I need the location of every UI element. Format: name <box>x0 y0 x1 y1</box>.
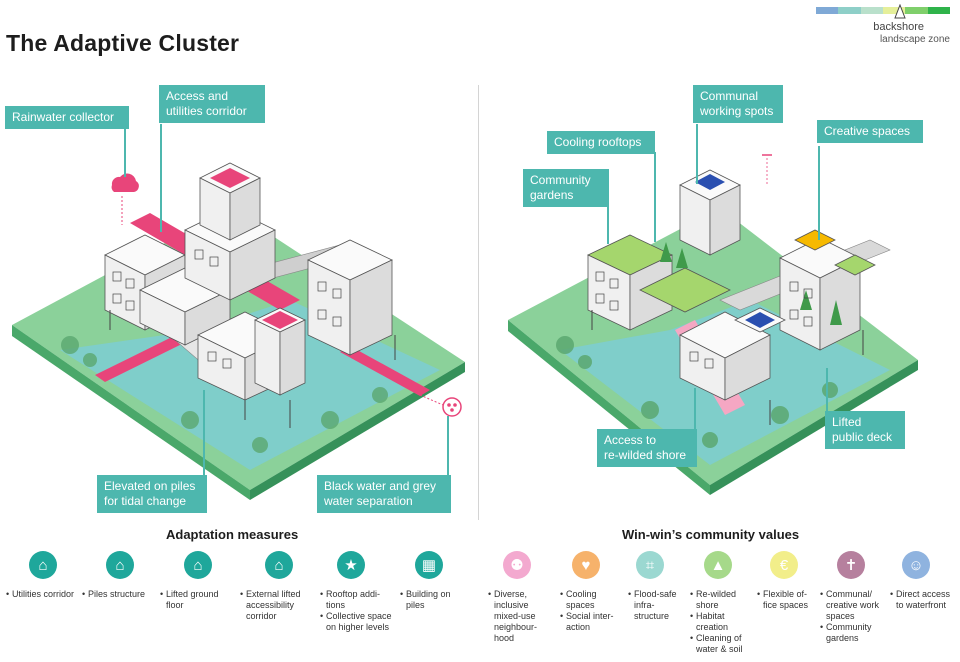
community-value-label-line: Social inter-action <box>560 611 626 633</box>
zone-subtitle: landscape zone <box>879 34 950 45</box>
page-title: The Adaptive Cluster <box>6 30 240 56</box>
lifted-floor-icon: ⌂ <box>184 551 212 579</box>
shore-leader <box>694 388 696 430</box>
waterfront-access-icon-glyph: ☺ <box>908 556 924 574</box>
zone-color-bar <box>816 7 950 14</box>
deck-leader <box>826 368 828 412</box>
community-values-title: Win-win’s community values <box>622 527 800 542</box>
community-value-label: Direct access to waterfront <box>890 589 954 611</box>
landscape-zone-indicator: backshore landscape zone <box>816 4 950 47</box>
piles-structure-icon: ⌂ <box>106 551 134 579</box>
community-value-label-line: Community gardens <box>820 622 890 644</box>
zone-color-segment <box>927 7 950 14</box>
zone-color-segment <box>860 7 883 14</box>
adaptation-measure-label: Piles structure <box>82 589 160 600</box>
community-value-label: Re-wilded shoreHabitat creationCleaning … <box>690 589 758 655</box>
adaptation-measure-label: Utilities corridor <box>6 589 84 600</box>
adaptation-measure-label-line: Collective space on higher levels <box>320 611 398 633</box>
right-cluster-illustration <box>508 154 918 495</box>
community-value-label-line: Flood-safe infra-structure <box>628 589 688 622</box>
gardens-leader <box>607 204 609 244</box>
building-on-piles-icon-glyph: ▦ <box>421 557 437 574</box>
adaptation-measure-label-line: External lifted accessibility corridor <box>240 589 316 622</box>
callout-community-gardens: Community gardens <box>523 169 609 207</box>
zone-color-segment <box>905 7 928 14</box>
accessibility-corridor-icon: ⌂ <box>265 551 293 579</box>
callout-communal-working-spots: Communal working spots <box>693 85 783 123</box>
callout-creative-spaces: Creative spaces <box>817 120 923 143</box>
rewilded-shore-icon-glyph: ▲ <box>710 556 726 574</box>
community-value-label-line: Cleaning of water & soil <box>690 633 758 655</box>
community-value-label-line: Flexible of-fice spaces <box>757 589 817 611</box>
flexible-office-icon-glyph: € <box>779 556 789 574</box>
rooftop-additions-icon: ★ <box>337 551 365 579</box>
adaptation-measure-label: Rooftop addi-tionsCollective space on hi… <box>320 589 398 633</box>
utilities-corridor-icon: ⌂ <box>29 551 57 579</box>
community-value-label: Cooling spacesSocial inter-action <box>560 589 626 633</box>
callout-access-rewilded-shore: Access to re-wilded shore <box>597 429 697 467</box>
adaptation-measure-label-line: Lifted ground floor <box>160 589 232 611</box>
piles-leader <box>203 390 205 476</box>
piles-structure-icon-glyph: ⌂ <box>115 556 125 574</box>
callout-elevated-on-piles: Elevated on piles for tidal change <box>97 475 207 513</box>
heart-icon: ♥ <box>572 551 600 579</box>
community-value-label-line: Cooling spaces <box>560 589 626 611</box>
community-value-label-line: Habitat creation <box>690 611 758 633</box>
adaptation-measure-label: Building on piles <box>400 589 460 611</box>
inclusive-neighbourhood-icon-glyph: ⚉ <box>510 557 524 574</box>
left-cluster-illustration <box>12 162 465 500</box>
zone-color-segment <box>838 7 861 14</box>
zone-color-segment <box>816 7 839 14</box>
communal-creative-icon-glyph: ✝ <box>844 557 858 574</box>
communal-creative-icon: ✝ <box>837 551 865 579</box>
callout-rainwater-collector: Rainwater collector <box>5 106 129 129</box>
rooftop-additions-icon-glyph: ★ <box>344 557 358 574</box>
zone-marker-icon <box>894 4 906 19</box>
zone-name: backshore <box>873 21 924 33</box>
rainwater-leader <box>124 129 126 177</box>
callout-cooling-rooftops: Cooling rooftops <box>547 131 655 154</box>
access-corridor-leader <box>160 124 162 232</box>
zone-color-segment <box>882 7 906 14</box>
rewilded-shore-icon: ▲ <box>704 551 732 579</box>
cooling-leader <box>654 152 656 242</box>
community-value-label: Flood-safe infra-structure <box>628 589 688 622</box>
community-value-label: Diverse, inclusive mixed-use neighbour-h… <box>488 589 556 644</box>
adaptation-measure-label-line: Rooftop addi-tions <box>320 589 398 611</box>
flexible-office-icon: € <box>770 551 798 579</box>
building-on-piles-icon: ▦ <box>415 551 443 579</box>
adaptation-measure-label-line: Utilities corridor <box>6 589 84 600</box>
waterfront-access-icon: ☺ <box>902 551 930 579</box>
adaptation-measure-label-line: Piles structure <box>82 589 160 600</box>
community-value-label: Communal/ creative work spacesCommunity … <box>820 589 890 644</box>
callout-black-grey-water: Black water and grey water separation <box>317 475 451 513</box>
utilities-corridor-icon-glyph: ⌂ <box>38 556 48 574</box>
community-value-label-line: Communal/ creative work spaces <box>820 589 890 622</box>
community-value-label-line: Direct access to waterfront <box>890 589 954 611</box>
adaptation-measures-title: Adaptation measures <box>166 527 299 542</box>
community-value-label-line: Re-wilded shore <box>690 589 758 611</box>
community-value-label-line: Diverse, inclusive mixed-use neighbour-h… <box>488 589 556 644</box>
adaptation-measure-label: External lifted accessibility corridor <box>240 589 316 622</box>
callout-access-utilities-corridor: Access and utilities corridor <box>159 85 265 123</box>
callout-lifted-public-deck: Lifted public deck <box>825 411 905 449</box>
creative-leader <box>818 146 820 240</box>
adaptation-measure-label-line: Building on piles <box>400 589 460 611</box>
adaptation-measure-label: Lifted ground floor <box>160 589 232 611</box>
accessibility-corridor-icon-glyph: ⌂ <box>274 556 284 574</box>
flood-safe-icon: ⌗ <box>636 551 664 579</box>
communal-leader <box>696 124 698 184</box>
lifted-floor-icon-glyph: ⌂ <box>193 556 203 574</box>
panel-divider <box>478 85 479 520</box>
flood-safe-icon-glyph: ⌗ <box>645 556 655 574</box>
water-separation-leader <box>447 416 449 476</box>
heart-icon-glyph: ♥ <box>581 556 591 574</box>
community-value-label: Flexible of-fice spaces <box>757 589 817 611</box>
inclusive-neighbourhood-icon: ⚉ <box>503 551 531 579</box>
